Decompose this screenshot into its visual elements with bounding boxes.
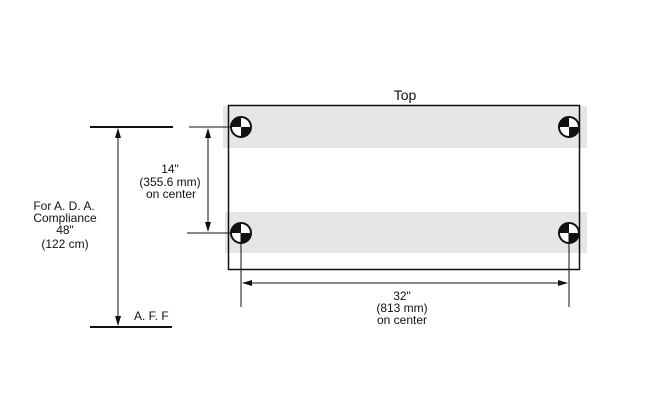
floor-label: A. F. F [134, 309, 169, 323]
top-mounting-band [223, 106, 587, 148]
svg-text:on center: on center [146, 187, 196, 201]
svg-text:14": 14" [161, 162, 179, 176]
panel-outline [227, 104, 581, 271]
svg-text:(122 cm): (122 cm) [41, 237, 88, 251]
svg-text:32": 32" [393, 289, 411, 303]
svg-text:(813 mm): (813 mm) [376, 301, 427, 315]
vertical-spacing-label: 14" (355.6 mm) on center [139, 162, 200, 201]
marker-top-right-icon [558, 116, 580, 138]
svg-text:48": 48" [56, 223, 74, 237]
svg-text:For A. D. A.: For A. D. A. [33, 199, 94, 213]
marker-top-left-icon [230, 116, 252, 138]
bottom-mounting-band [225, 212, 587, 253]
svg-text:on center: on center [377, 313, 427, 327]
ada-label: For A. D. A. Compliance 48" (122 cm) [33, 199, 97, 251]
svg-text:Compliance: Compliance [33, 211, 97, 225]
top-label: Top [394, 87, 417, 103]
svg-text:(355.6 mm): (355.6 mm) [139, 175, 200, 189]
horizontal-spacing-label: 32" (813 mm) on center [376, 289, 427, 327]
